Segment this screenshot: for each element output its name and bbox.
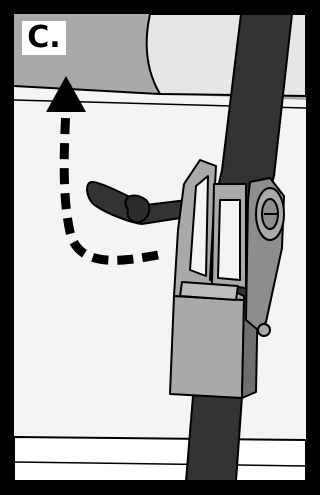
bottom-band: [14, 437, 306, 481]
step-label: C.: [22, 21, 66, 55]
strap-curl: [125, 195, 149, 222]
